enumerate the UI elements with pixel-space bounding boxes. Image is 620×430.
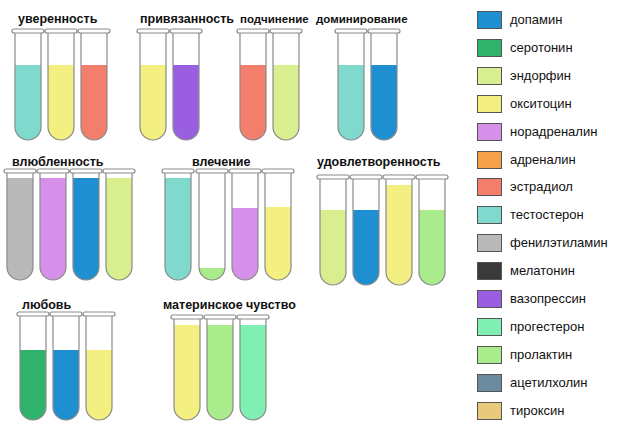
tube-liquid (232, 208, 258, 282)
legend-swatch (477, 123, 502, 141)
legend-text: фенилэтиламин (510, 234, 608, 252)
legend-text: окситоцин (510, 95, 572, 113)
legend-text: тестостерон (510, 206, 584, 224)
legend-swatch (477, 262, 502, 280)
legend-text: тироксин (510, 402, 564, 420)
tube-liquid (73, 178, 99, 282)
tube-liquid (371, 65, 397, 142)
legend-text: прогестерон (510, 318, 584, 336)
test-tube (204, 315, 236, 422)
legend-swatch (477, 206, 502, 224)
group-label: удовлетворенность (317, 155, 441, 170)
test-tube (12, 29, 44, 142)
legend-swatch (477, 402, 502, 420)
legend-swatch (477, 39, 502, 57)
group-label: влечение (192, 155, 250, 170)
tube-liquid (173, 65, 199, 142)
test-tube (196, 169, 228, 282)
tube-liquid (40, 178, 66, 282)
test-tube (137, 29, 169, 142)
legend-swatch (477, 290, 502, 308)
test-tube (317, 175, 349, 287)
legend-swatch (477, 374, 502, 392)
tube-liquid (320, 210, 346, 287)
test-tube (17, 312, 49, 422)
test-tube (4, 169, 36, 282)
tube-liquid (240, 325, 266, 422)
test-tube (37, 169, 69, 282)
tube-liquid (165, 178, 191, 282)
legend-swatch (477, 318, 502, 336)
tube-liquid (106, 178, 132, 282)
test-tube (270, 29, 302, 142)
test-tube (171, 315, 203, 422)
tube-liquid (7, 178, 33, 282)
legend-swatch (477, 178, 502, 196)
legend-text: допамин (510, 11, 562, 29)
legend-swatch (477, 11, 502, 29)
test-tube (70, 169, 102, 282)
test-tube (237, 315, 269, 422)
legend-text: эндорфин (510, 67, 571, 85)
tube-liquid (140, 65, 166, 142)
tube-liquid (174, 325, 200, 422)
tube-liquid (53, 350, 79, 422)
tube-liquid (240, 65, 266, 142)
tube-liquid (15, 65, 41, 142)
legend-text: норадреналин (510, 123, 597, 141)
test-tube (383, 175, 415, 287)
legend-swatch (477, 346, 502, 364)
group-label: уверенность (18, 12, 97, 27)
test-tube (45, 29, 77, 142)
tube-liquid (338, 65, 364, 142)
tube-liquid (20, 350, 46, 422)
tube-liquid (48, 65, 74, 142)
tube-liquid (86, 350, 112, 422)
test-tube (162, 169, 194, 282)
test-tube (83, 312, 115, 422)
legend-swatch (477, 95, 502, 113)
tube-liquid (386, 185, 412, 287)
test-tube (78, 29, 110, 142)
legend-swatch (477, 151, 502, 169)
group-label: подчинение (240, 12, 309, 27)
test-tube (368, 29, 400, 142)
tube-liquid (273, 65, 299, 142)
group-label: материнское чувство (163, 298, 296, 313)
tube-liquid (265, 207, 291, 282)
test-tube (237, 29, 269, 142)
test-tube (170, 29, 202, 142)
test-tube (416, 175, 448, 287)
test-tube (262, 169, 294, 282)
legend-swatch (477, 234, 502, 252)
test-tube (50, 312, 82, 422)
group-label: любовь (22, 298, 71, 313)
test-tube (103, 169, 135, 282)
legend-swatch (477, 67, 502, 85)
legend-text: пролактин (510, 346, 572, 364)
legend-text: вазопрессин (510, 290, 586, 308)
test-tube (350, 175, 382, 287)
group-label: влюбленность (12, 155, 103, 170)
tube-liquid (419, 210, 445, 287)
legend-text: эстрадиол (510, 178, 573, 196)
test-tube (335, 29, 367, 142)
legend-text: адреналин (510, 151, 576, 169)
legend-text: серотонин (510, 39, 573, 57)
tube-liquid (81, 65, 107, 142)
tube-liquid (207, 325, 233, 422)
legend-text: ацетилхолин (510, 374, 587, 392)
group-label: доминирование (316, 12, 408, 27)
legend-text: мелатонин (510, 262, 575, 280)
group-label: привязанность (140, 12, 234, 27)
tube-liquid (353, 210, 379, 287)
test-tube (229, 169, 261, 282)
